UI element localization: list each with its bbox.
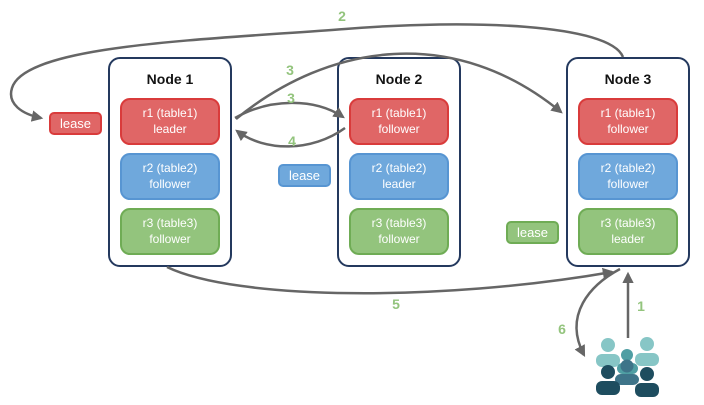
arrow-step-5	[166, 265, 615, 295]
replica-role: follower	[149, 176, 191, 191]
step-label-1: 1	[637, 298, 645, 314]
node-1-box: Node 1 r1 (table1) leader r2 (table2) fo…	[108, 57, 232, 267]
users-group-icon	[596, 337, 659, 397]
step-label-5: 5	[392, 296, 400, 312]
node1-replica-r2: r2 (table2) follower	[120, 153, 220, 200]
replica-name: r2 (table2)	[600, 160, 656, 175]
node1-replica-r1: r1 (table1) leader	[120, 98, 220, 145]
replica-role: follower	[607, 176, 649, 191]
replica-name: r3 (table3)	[371, 215, 427, 230]
replica-name: r2 (table2)	[142, 160, 198, 175]
replica-role: follower	[378, 121, 420, 136]
node-1-title: Node 1	[146, 71, 194, 87]
node2-replica-r3: r3 (table3) follower	[349, 208, 449, 255]
replica-role: leader	[611, 231, 645, 246]
node3-replica-r3: r3 (table3) leader	[578, 208, 678, 255]
replica-name: r3 (table3)	[142, 215, 198, 230]
node3-replica-r1: r1 (table1) follower	[578, 98, 678, 145]
step-label-2: 2	[338, 8, 346, 24]
replica-role: follower	[607, 121, 649, 136]
replica-role: leader	[153, 121, 187, 136]
arrow-step-2	[9, 23, 625, 122]
node-3-box: Node 3 r1 (table1) follower r2 (table2) …	[566, 57, 690, 267]
step-label-6: 6	[558, 321, 566, 337]
replica-role: follower	[149, 231, 191, 246]
node2-replica-r2: r2 (table2) leader	[349, 153, 449, 200]
replica-name: r1 (table1)	[142, 105, 198, 120]
node-2-title: Node 2	[375, 71, 423, 87]
step-label-4: 4	[288, 133, 296, 149]
lease-badge-table1: lease	[49, 112, 102, 135]
step-label-3b: 3	[287, 90, 295, 106]
step-label-3a: 3	[286, 62, 294, 78]
lease-badge-table3: lease	[506, 221, 559, 244]
replica-name: r1 (table1)	[600, 105, 656, 120]
node1-replica-r3: r3 (table3) follower	[120, 208, 220, 255]
node-3-title: Node 3	[604, 71, 652, 87]
node2-replica-r1: r1 (table1) follower	[349, 98, 449, 145]
replica-name: r3 (table3)	[600, 215, 656, 230]
arrow-step-6	[574, 267, 621, 358]
node-2-box: Node 2 r1 (table1) follower r2 (table2) …	[337, 57, 461, 267]
node3-replica-r2: r2 (table2) follower	[578, 153, 678, 200]
replica-role: leader	[382, 176, 416, 191]
replica-role: follower	[378, 231, 420, 246]
lease-badge-table2: lease	[278, 164, 331, 187]
replica-name: r2 (table2)	[371, 160, 427, 175]
replica-name: r1 (table1)	[371, 105, 427, 120]
